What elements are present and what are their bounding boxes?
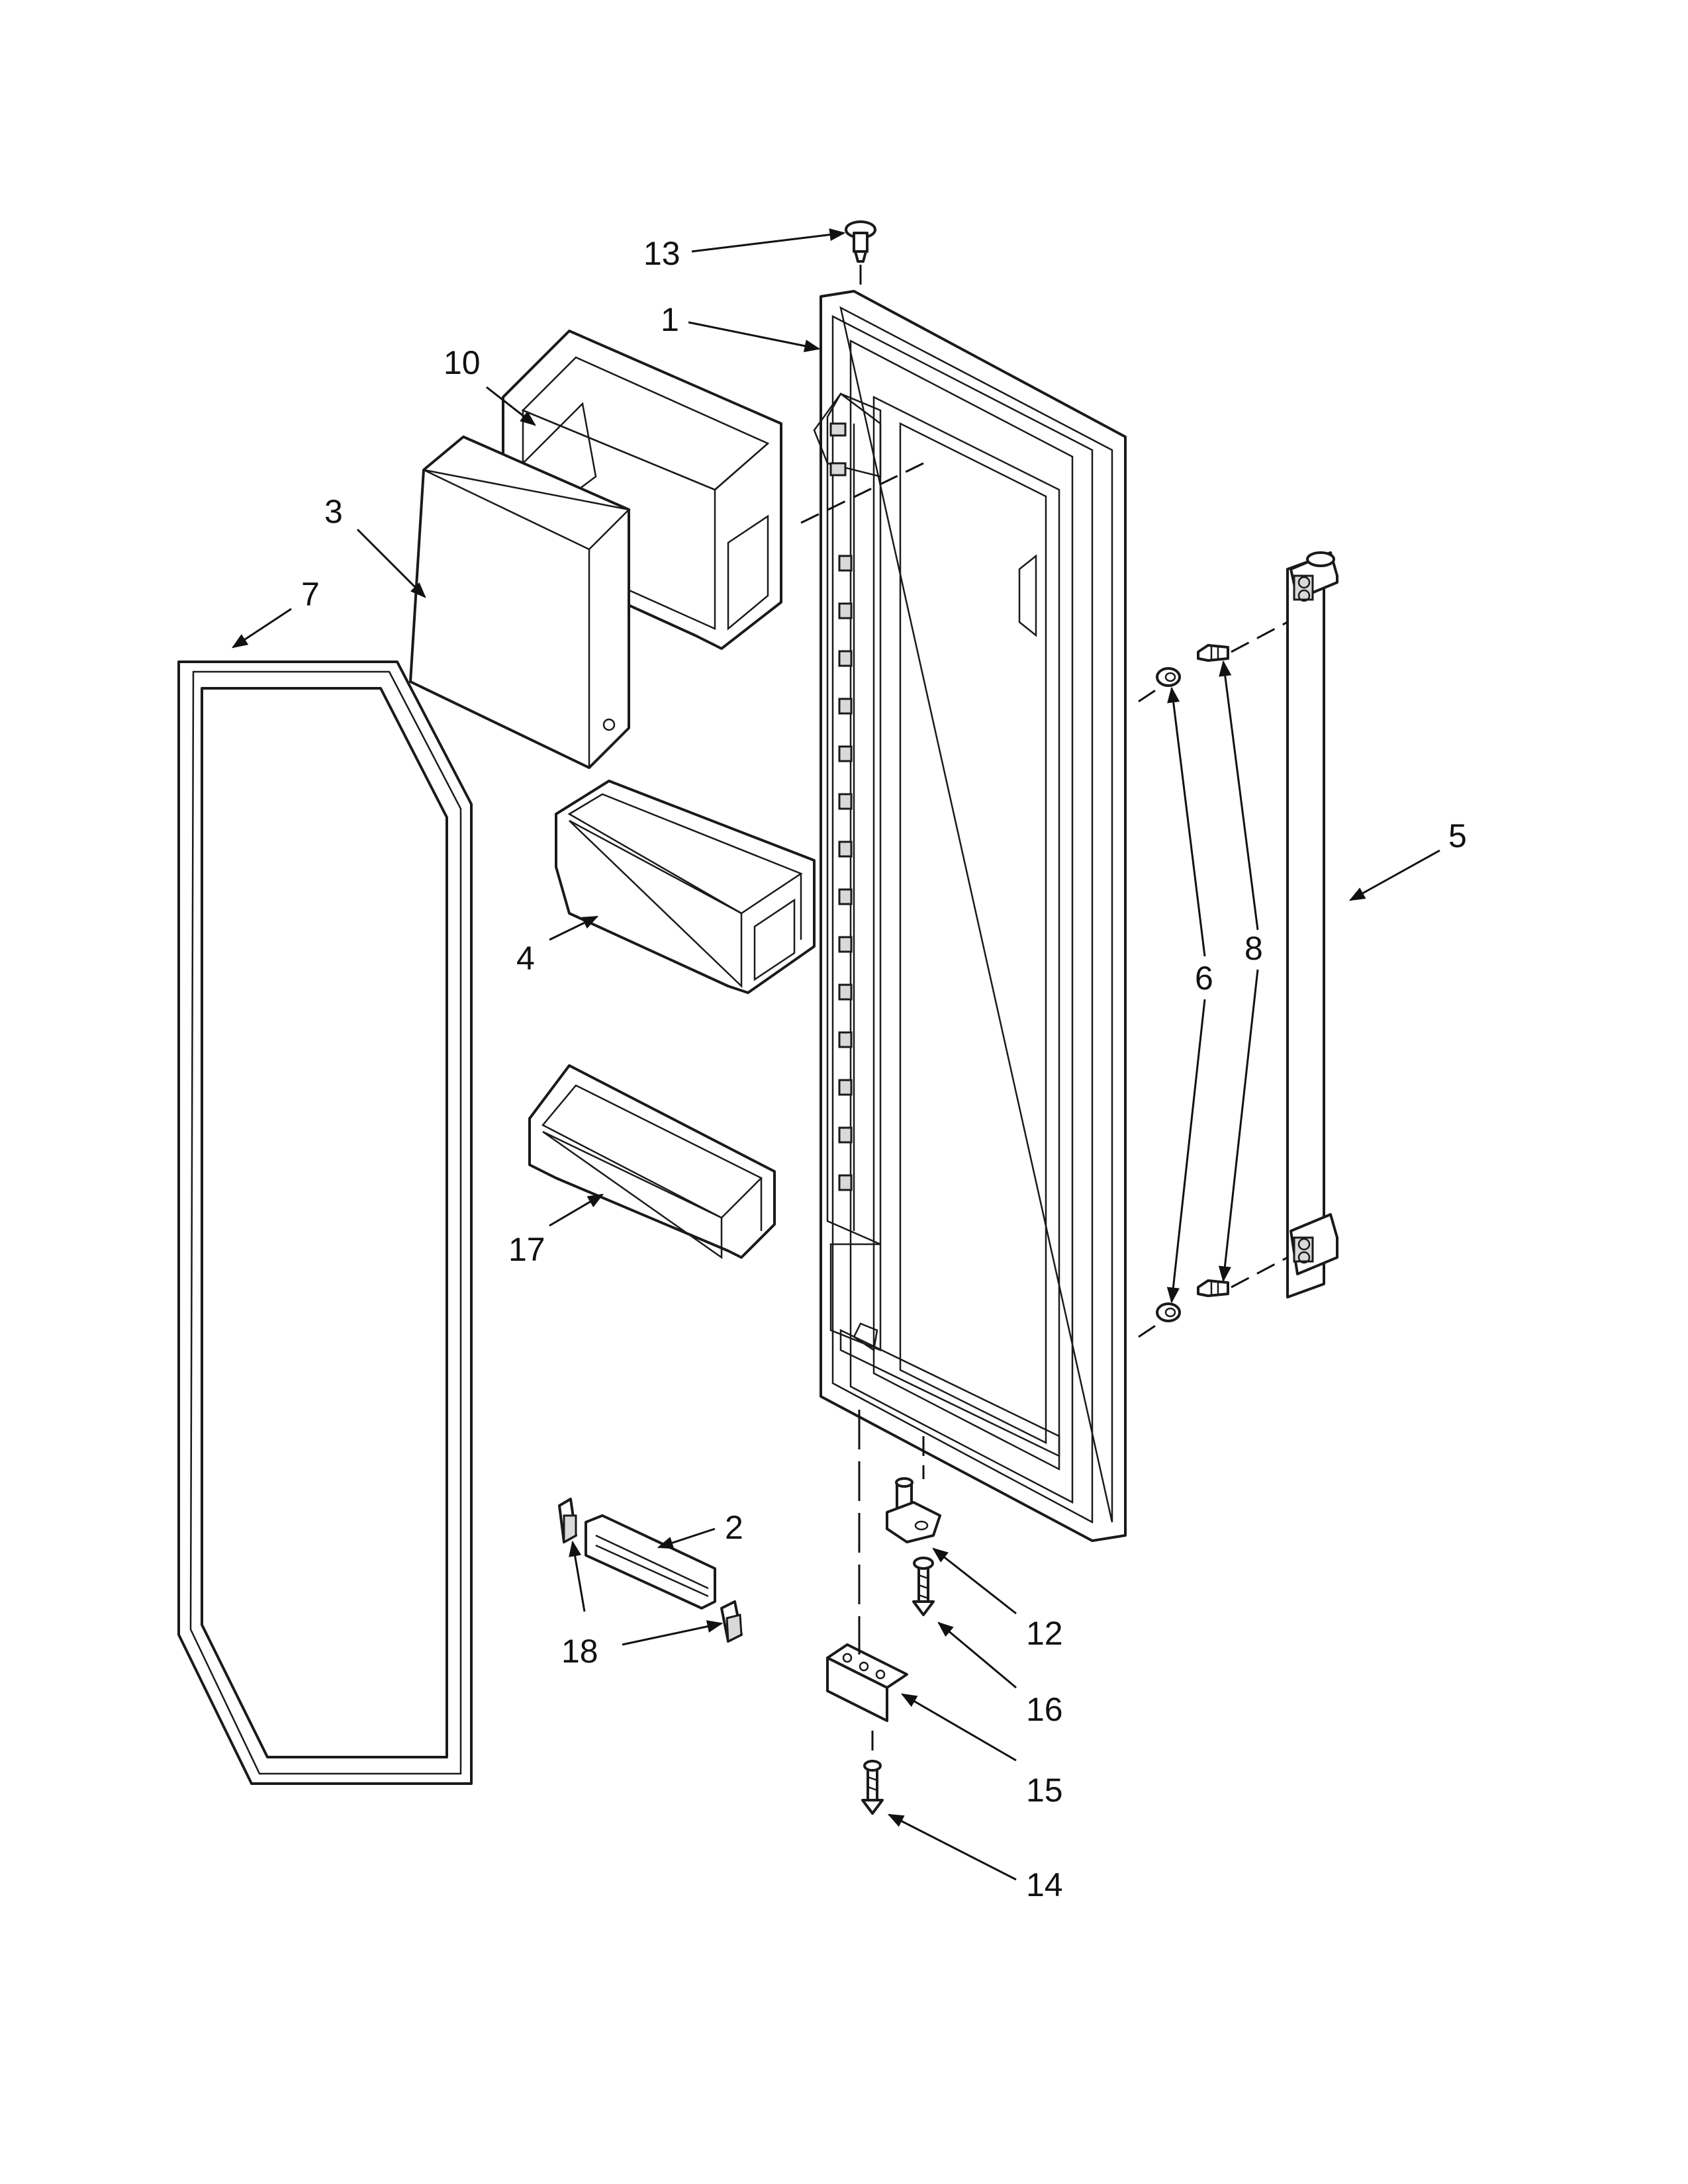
- callout-10: 10: [444, 344, 481, 381]
- callout-14: 14: [1026, 1866, 1063, 1903]
- door-handle: [1286, 551, 1338, 1298]
- dairy-door-cover: [409, 435, 631, 769]
- callout-labels: 13 1 10 3 7 4 17 2 18 5 6 8 12 16 15 14: [301, 235, 1467, 1903]
- callout-leaders: [231, 228, 1440, 1881]
- callout-5: 5: [1448, 817, 1467, 854]
- door-bin: [555, 780, 816, 994]
- refrigerator-door: [813, 290, 1127, 1542]
- trim-end-cap-bottom: [720, 1600, 743, 1643]
- hinge-screw-upper: [912, 1557, 935, 1616]
- hinge-bushing: [845, 220, 876, 263]
- lower-hinge-pin: [886, 1477, 941, 1543]
- handle-spacer-lower: [1156, 1302, 1181, 1322]
- handle-stud-lower: [1197, 1279, 1229, 1297]
- callout-3: 3: [324, 493, 343, 530]
- callout-1: 1: [661, 301, 679, 338]
- door-trim: [585, 1514, 716, 1610]
- handle-spacer-upper: [1156, 667, 1181, 687]
- callout-16: 16: [1026, 1691, 1063, 1728]
- callout-7: 7: [301, 576, 320, 613]
- door-bin-lower: [528, 1064, 776, 1259]
- trim-end-cap-top: [558, 1498, 577, 1544]
- lower-hinge-bracket: [826, 1643, 908, 1722]
- callout-8: 8: [1244, 930, 1263, 967]
- callout-13: 13: [643, 235, 680, 272]
- hinge-screw-lower: [861, 1760, 884, 1815]
- callout-6: 6: [1195, 960, 1213, 997]
- callout-18: 18: [561, 1633, 598, 1670]
- callout-4: 4: [516, 940, 535, 977]
- door-gasket: [177, 660, 473, 1785]
- callout-17: 17: [508, 1231, 545, 1268]
- callout-15: 15: [1026, 1772, 1063, 1809]
- callout-2: 2: [725, 1509, 743, 1546]
- shelf-clips: [838, 555, 853, 1191]
- callout-12: 12: [1026, 1615, 1063, 1652]
- handle-stud-upper: [1197, 644, 1229, 662]
